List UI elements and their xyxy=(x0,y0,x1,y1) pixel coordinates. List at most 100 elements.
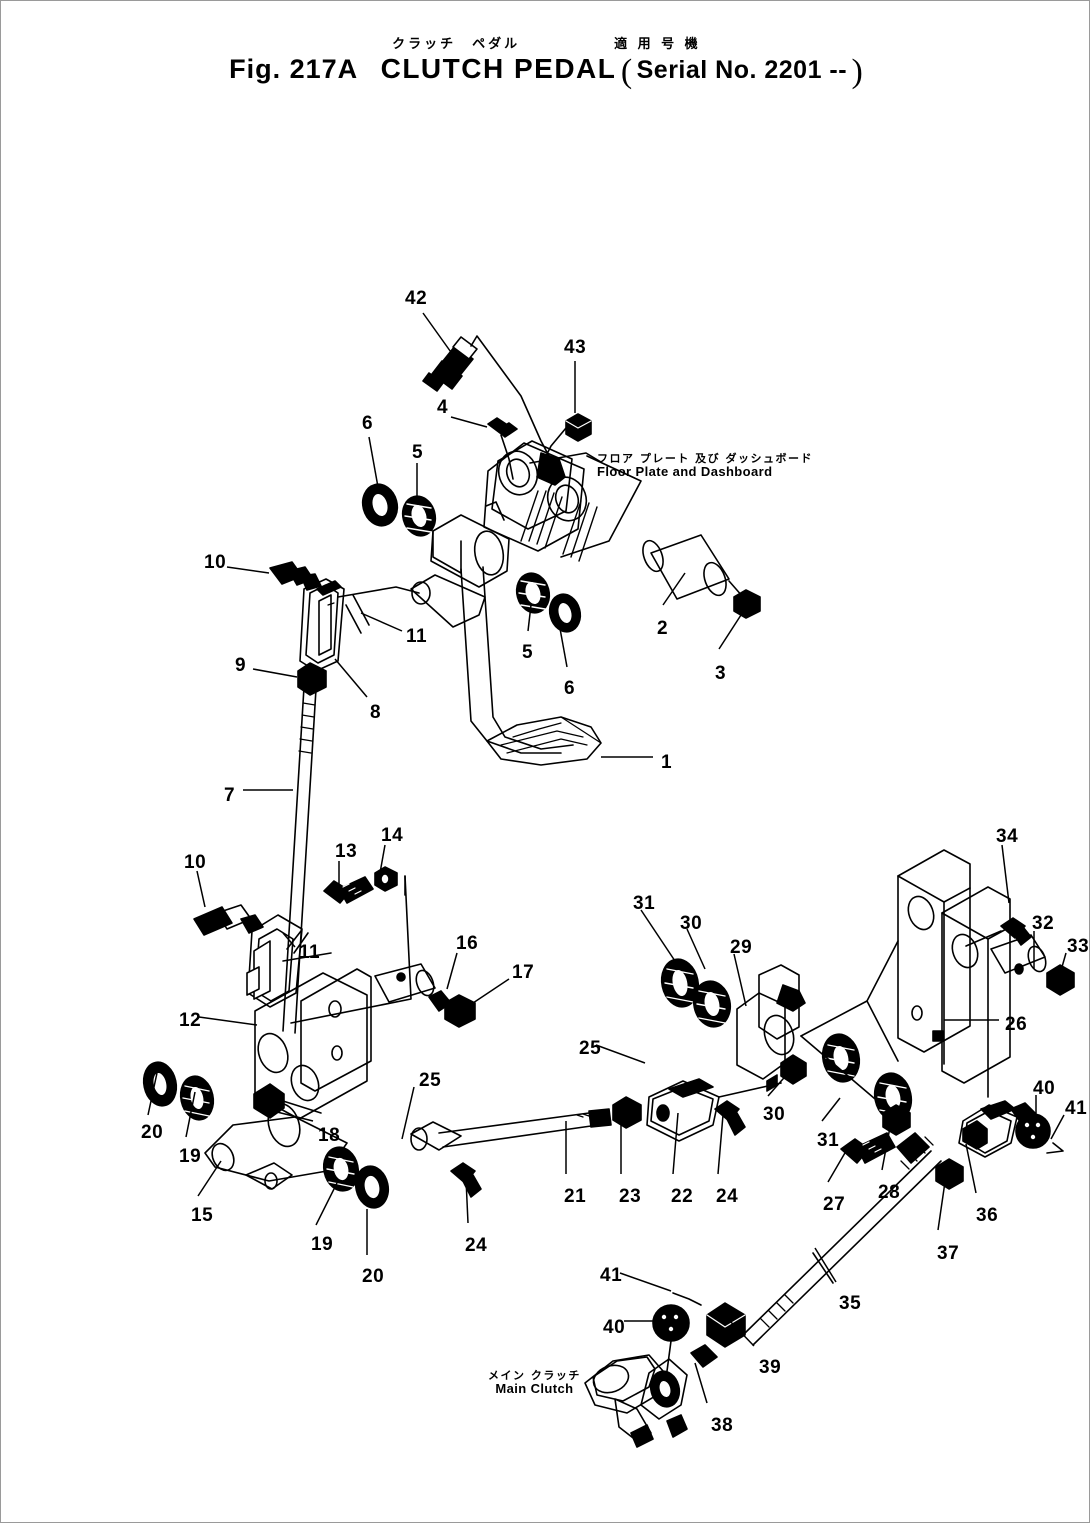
part-30-washer-upper xyxy=(692,980,732,1028)
part-5-bushing-lower xyxy=(515,572,551,614)
part-25-rod-assembly xyxy=(410,1108,612,1151)
callout-number: 15 xyxy=(191,1205,214,1226)
part-38-lever xyxy=(584,1344,718,1448)
part-7-rod xyxy=(282,686,317,1034)
part-26-plates xyxy=(897,849,1011,1098)
part-14-washer xyxy=(374,866,398,892)
callout-number: 11 xyxy=(299,942,321,963)
floor-plate-hatching xyxy=(520,490,598,562)
callout-number: 4 xyxy=(437,397,449,418)
callout-number: 28 xyxy=(878,1182,901,1203)
callout-number: 33 xyxy=(1067,936,1090,957)
callout-number: 39 xyxy=(759,1357,782,1378)
part-40-ball-joint-right xyxy=(1015,1113,1051,1149)
part-4-bolt xyxy=(487,417,518,438)
part-18-bolt xyxy=(253,1083,285,1119)
callout-number: 10 xyxy=(204,552,227,573)
callout-number: 10 xyxy=(184,852,207,873)
part-42-bolt xyxy=(422,336,478,392)
part-35-rod xyxy=(742,1132,942,1346)
callout-number: 20 xyxy=(362,1266,385,1287)
callout-number: 29 xyxy=(730,937,753,958)
part-33-nut xyxy=(1046,964,1075,996)
callout-number: 25 xyxy=(579,1038,602,1059)
serial-paren-close: ) xyxy=(851,53,863,90)
callout-number: 26 xyxy=(1005,1014,1028,1035)
callout-number: 40 xyxy=(1033,1078,1056,1099)
callout-number: 22 xyxy=(671,1186,694,1207)
part-6-washer-lower xyxy=(548,593,582,633)
part-43-nut xyxy=(565,413,592,442)
callout-number: 18 xyxy=(318,1125,341,1146)
callout-number: 7 xyxy=(224,785,236,806)
part-8-clevis xyxy=(299,578,345,672)
reference-main-clutch-jp: メイン クラッチ xyxy=(488,1369,581,1382)
part-24-bolt-center xyxy=(714,1100,746,1136)
figure-number: Fig. 217A xyxy=(229,54,359,84)
callout-number: 30 xyxy=(680,913,703,934)
part-39-nut xyxy=(706,1302,746,1348)
callout-number: 25 xyxy=(419,1070,442,1091)
part-20-washer-left xyxy=(142,1061,178,1107)
callout-number: 43 xyxy=(564,337,587,358)
part-31-bushing-lower xyxy=(821,1033,861,1083)
callout-number: 19 xyxy=(311,1234,334,1255)
callout-number: 23 xyxy=(619,1186,642,1207)
part-24-bolt-left xyxy=(450,1162,482,1198)
callout-number: 42 xyxy=(405,288,428,309)
callout-number: 24 xyxy=(465,1235,488,1256)
callout-number: 2 xyxy=(657,618,669,639)
part-6-washer-upper xyxy=(361,483,399,527)
pedal-arm-hub xyxy=(410,514,510,628)
callout-number: 27 xyxy=(823,1194,846,1215)
callout-number: 1 xyxy=(661,752,673,773)
part-2-shaft xyxy=(642,534,730,600)
callout-number: 37 xyxy=(937,1243,960,1264)
part-40-ball-joint-lower xyxy=(652,1304,690,1342)
callout-number: 41 xyxy=(600,1265,623,1286)
callout-number: 9 xyxy=(235,655,247,676)
part-32-pin xyxy=(990,934,1047,975)
callout-number: 14 xyxy=(381,825,404,846)
figure-title-block: クラッチ ペダル 適 用 号 機 Fig. 217A CLUTCH PEDAL … xyxy=(1,37,1089,91)
title-japanese-name: クラッチ ペダル xyxy=(392,37,521,52)
part-13-bolt xyxy=(323,876,374,904)
title-japanese-serial: 適 用 号 機 xyxy=(614,37,701,52)
part-37-nut xyxy=(935,1158,964,1190)
callout-number: 32 xyxy=(1032,913,1055,934)
callout-number: 41 xyxy=(1065,1098,1088,1119)
part-5-bushing-upper xyxy=(401,495,437,537)
callout-number: 38 xyxy=(711,1415,734,1436)
figure-name: CLUTCH PEDAL xyxy=(380,53,617,84)
serial-paren-open: ( xyxy=(620,53,633,90)
callout-number: 6 xyxy=(564,678,576,699)
callout-number: 21 xyxy=(564,1186,587,1207)
callout-number: 34 xyxy=(996,826,1019,847)
part-19-bushing-mid xyxy=(322,1146,360,1192)
callout-number: 12 xyxy=(179,1010,202,1031)
callout-number: 24 xyxy=(716,1186,739,1207)
part-20-washer-mid xyxy=(354,1165,390,1209)
part-22-clevis xyxy=(646,1078,782,1142)
callout-number: 17 xyxy=(512,962,535,983)
callout-leader-lines xyxy=(147,312,1067,1404)
part-3-nut xyxy=(733,589,761,619)
part-27-bolt xyxy=(840,1132,896,1164)
title-row: クラッチ ペダル 適 用 号 機 Fig. 217A CLUTCH PEDAL … xyxy=(229,37,863,91)
callout-number: 13 xyxy=(335,841,358,862)
part-31-bushing-upper xyxy=(660,958,700,1008)
reference-floor-plate-and-dashboard: フロア プレート 及び ダッシュボード Floor Plate and Dash… xyxy=(597,453,813,478)
callout-number: 11 xyxy=(406,626,428,647)
callout-number: 40 xyxy=(603,1317,626,1338)
callout-number: 36 xyxy=(976,1205,999,1226)
callout-number: 5 xyxy=(412,442,424,463)
callout-number: 35 xyxy=(839,1293,862,1314)
callout-number: 3 xyxy=(715,663,727,684)
part-29-bracket xyxy=(736,964,806,1092)
callout-number: 16 xyxy=(456,933,479,954)
part-19-bushing-left xyxy=(179,1075,215,1121)
callout-number: 31 xyxy=(817,1130,840,1151)
